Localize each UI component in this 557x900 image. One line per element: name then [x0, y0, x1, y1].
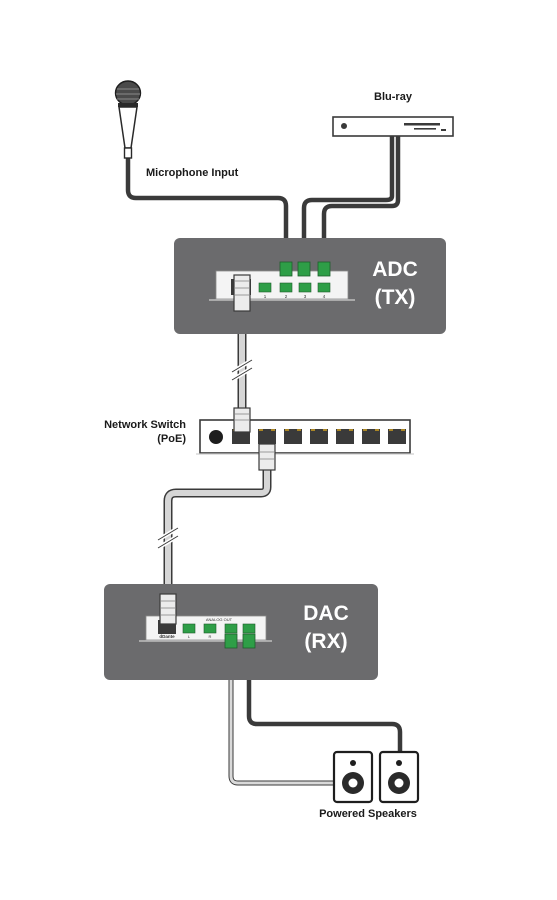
adc-subtitle: (TX) — [375, 286, 416, 309]
adc-port-3: 3 — [304, 294, 307, 299]
speaker-cable-left — [228, 648, 340, 786]
adc-port-4: 4 — [323, 294, 326, 299]
blu-ray-label: Blu-ray — [374, 91, 413, 103]
dac-device: ANALOG OUT dDante L R — [104, 584, 378, 680]
blu-ray-player — [332, 116, 454, 137]
switch-label-line1: Network Switch — [104, 419, 186, 431]
adc-ethernet-plug — [233, 274, 251, 312]
switch-uplink-plug-1 — [233, 407, 251, 433]
adc-device: 1 2 3 4 — [174, 238, 446, 334]
dac-port-r: R — [209, 634, 212, 639]
adc-port-2: 2 — [285, 294, 288, 299]
dac-port-l: L — [188, 634, 191, 639]
adc-input-terminals — [258, 282, 331, 293]
network-cable-switch-to-dac — [156, 470, 272, 596]
blu-ray-cable-right — [321, 134, 401, 262]
speakers-label: Powered Speakers — [319, 808, 417, 820]
microphone-icon — [114, 80, 142, 159]
blu-ray-cable-left — [301, 134, 395, 262]
adc-port-1: 1 — [264, 294, 267, 299]
speaker-right-icon — [378, 750, 420, 804]
dac-output-terminals — [182, 623, 256, 634]
speaker-cable-right — [246, 648, 403, 754]
microphone-label: Microphone Input — [146, 167, 239, 179]
network-switch — [196, 407, 414, 471]
switch-ports — [232, 429, 406, 444]
dac-ethernet-plug — [159, 593, 177, 625]
dac-brand: dDante — [159, 634, 175, 639]
dac-analog-out-label: ANALOG OUT — [206, 617, 233, 622]
speaker-left-icon — [332, 750, 374, 804]
switch-uplink-plug-2 — [258, 443, 276, 471]
dac-subtitle: (RX) — [304, 630, 347, 653]
switch-label-line2: (PoE) — [157, 433, 186, 445]
microphone-cable — [125, 158, 289, 262]
adc-title: ADC — [372, 258, 418, 281]
dac-title: DAC — [303, 602, 349, 625]
